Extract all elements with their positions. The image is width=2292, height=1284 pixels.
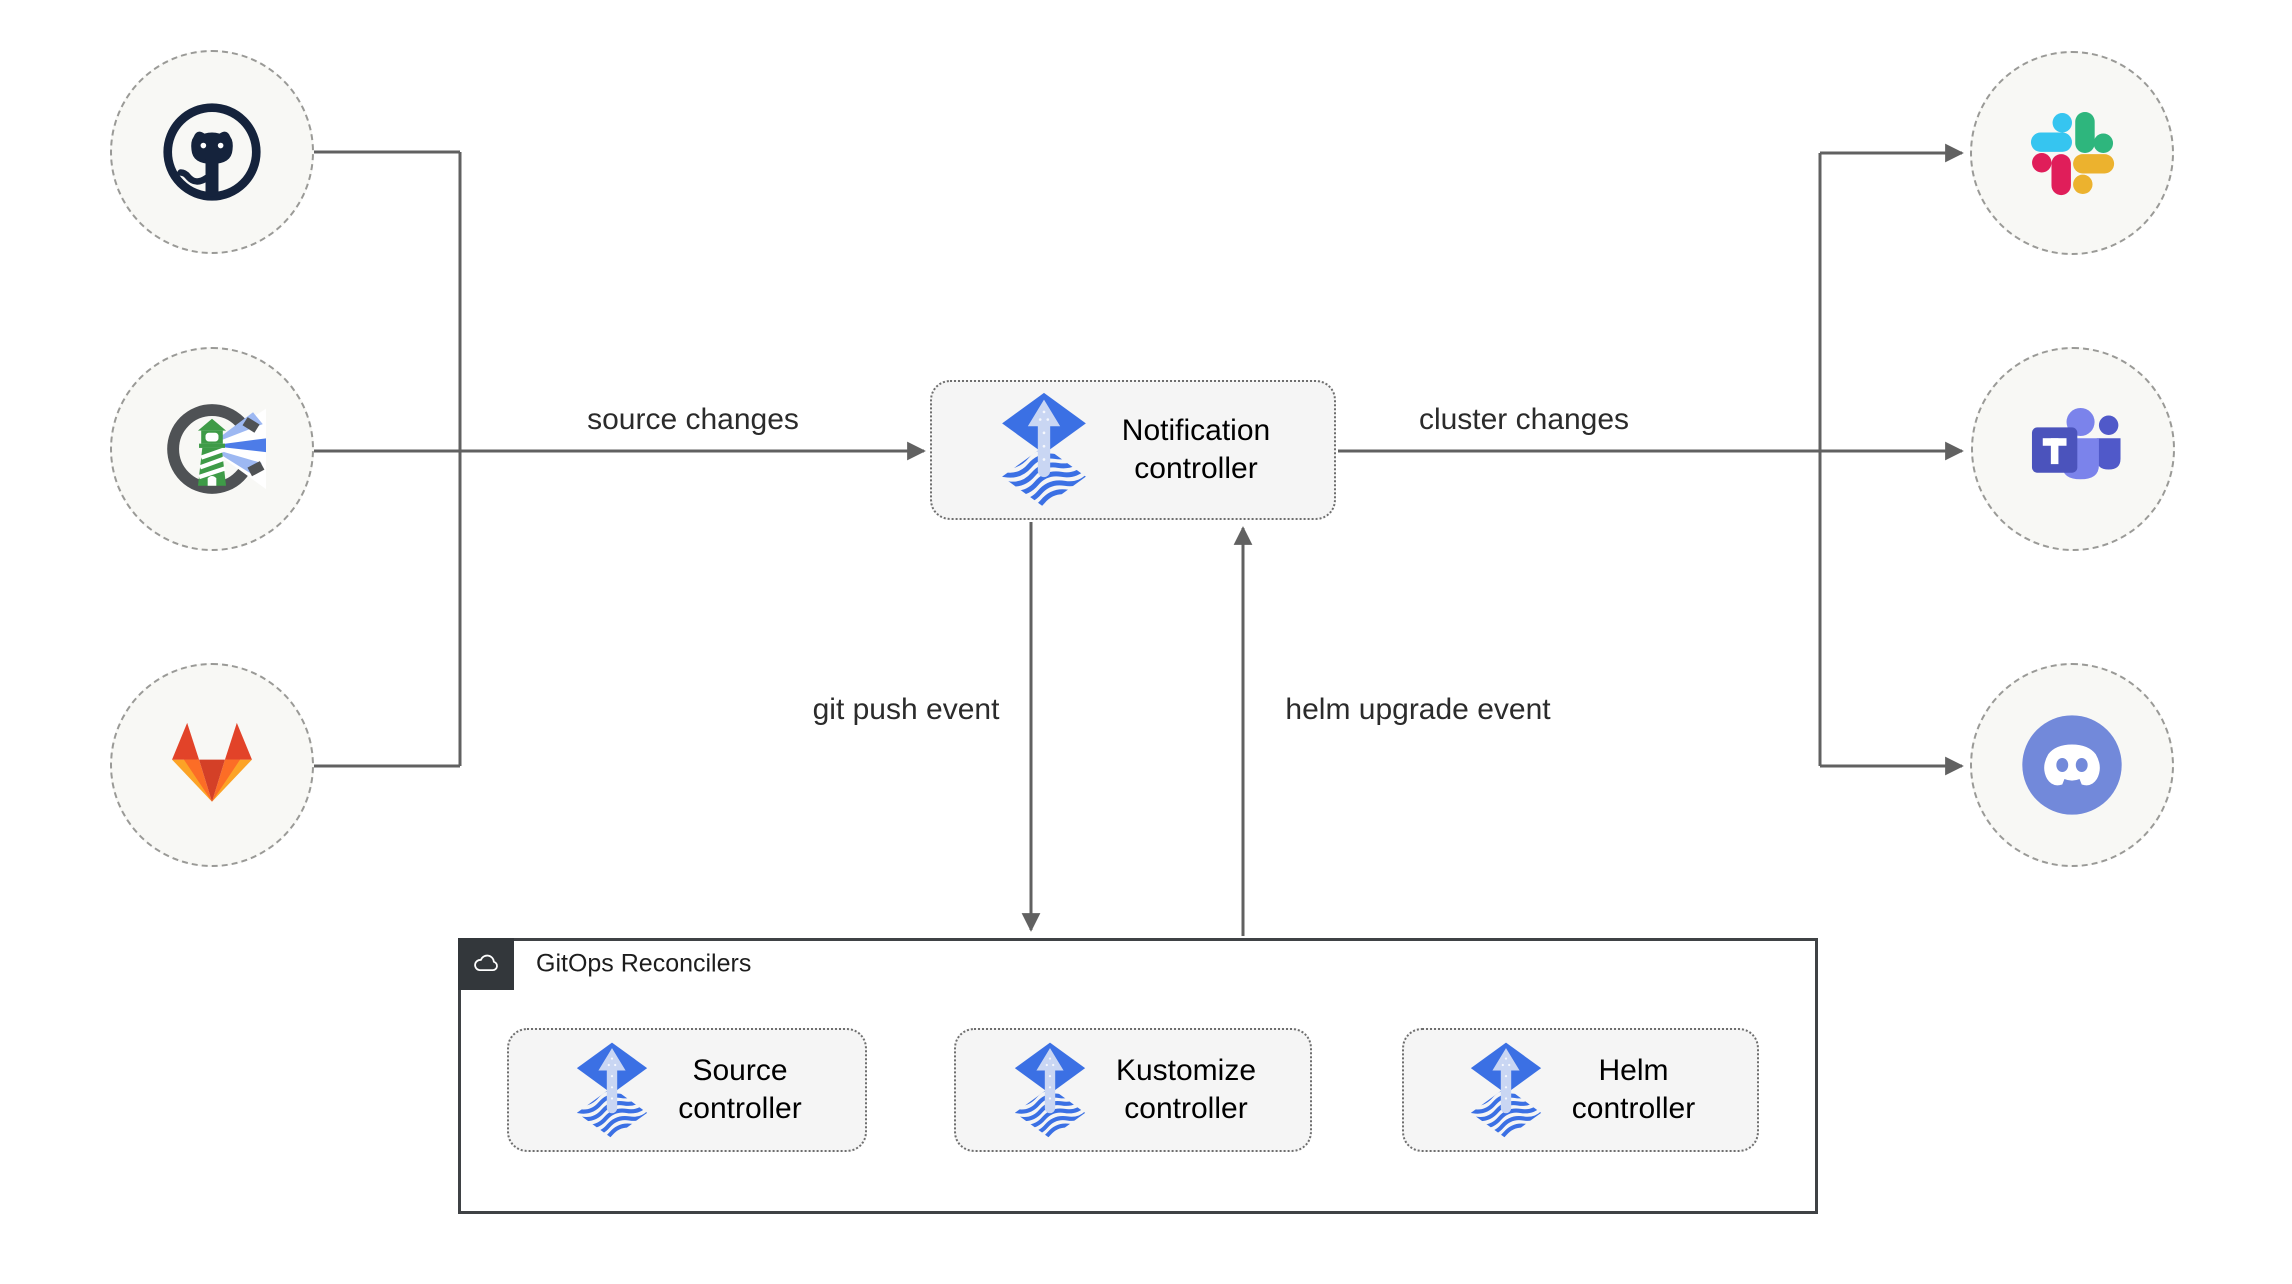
- kustomize-controller-label: Kustomize controller: [1115, 1054, 1257, 1125]
- helm-controller-label: Helm controller: [1571, 1054, 1696, 1125]
- gitops-reconcilers-label: GitOps Reconcilers: [536, 949, 752, 978]
- flux-icon: [572, 1041, 652, 1140]
- source-controller-node: Source controller: [507, 1028, 867, 1152]
- teams-node: [1971, 347, 2175, 551]
- source-controller-label: Source controller: [678, 1054, 802, 1125]
- harbor-icon: [167, 404, 266, 494]
- gitlab-icon: [172, 722, 252, 802]
- kustomize-controller-node: Kustomize controller: [954, 1028, 1312, 1152]
- notification-controller-node: Notification controller: [930, 380, 1336, 520]
- gitops-reconcilers-badge: [458, 938, 514, 990]
- slack-node: [1970, 51, 2174, 255]
- helm-controller-node: Helm controller: [1402, 1028, 1759, 1152]
- github-icon: [163, 103, 261, 201]
- flux-icon: [996, 391, 1092, 509]
- edge-label-source-changes: source changes: [587, 403, 799, 436]
- edge-label-cluster-changes: cluster changes: [1418, 403, 1630, 436]
- edge-label-git-push: git push event: [812, 693, 1000, 726]
- discord-node: [1970, 663, 2174, 867]
- notification-controller-label: Notification controller: [1121, 414, 1271, 485]
- github-node: [110, 50, 314, 254]
- teams-icon: [2031, 407, 2121, 480]
- harbor-node: [110, 347, 314, 551]
- flux-icon: [1010, 1041, 1090, 1140]
- cloud-icon: [474, 954, 498, 972]
- discord-icon: [2022, 715, 2122, 815]
- flux-icon: [1466, 1041, 1546, 1140]
- gitlab-node: [110, 663, 314, 867]
- slack-icon: [2030, 111, 2115, 196]
- edge-label-helm-upgrade: helm upgrade event: [1285, 693, 1551, 726]
